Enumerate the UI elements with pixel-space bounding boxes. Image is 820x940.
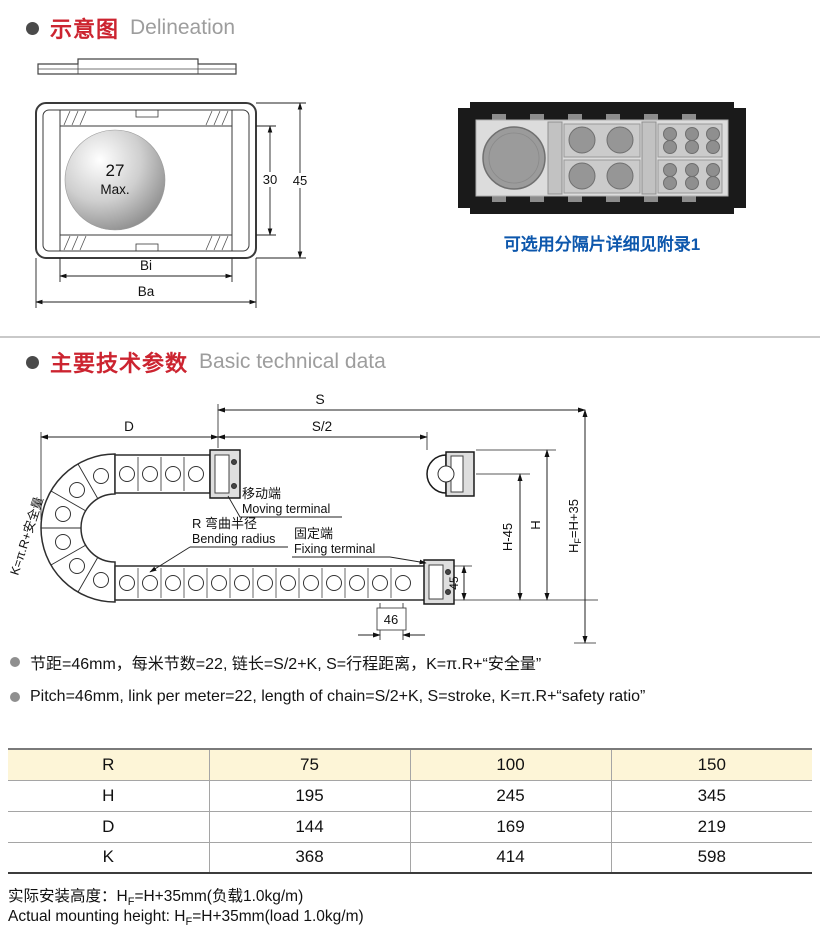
separator-illustration	[458, 102, 746, 214]
technical-data-table: R 75 100 150 H 195 245 345 D 144 169 219…	[8, 748, 812, 874]
chain-bend	[40, 453, 116, 603]
table-row: R 75 100 150	[8, 749, 812, 780]
separator-note: 可选用分隔片详细见附录1	[503, 235, 701, 254]
cell: 75	[208, 749, 410, 780]
ball-diameter-label: 27	[106, 161, 125, 180]
cell: 414	[409, 841, 611, 873]
dim-46-box	[376, 607, 407, 631]
table-row: K 368 414 598	[8, 841, 812, 873]
callout-bending-radius: R 弯曲半径 Bending radius	[149, 516, 288, 573]
dim-45-bg	[291, 173, 310, 188]
cell: 345	[610, 779, 812, 811]
table-row: D 144 169 219	[8, 810, 812, 842]
chain-cross-section-drawing: 27 Max. 30 45 Bi Ba	[35, 58, 310, 308]
crossbar-profile	[37, 58, 237, 75]
note-pitch-en: Pitch=46mm, link per meter=22, length of…	[10, 688, 645, 706]
dim-30-bg	[261, 172, 280, 187]
note-pitch-zh: 节距=46mm，每米节数=22, 链长=S/2+K, S=行程距离，K=π.R+…	[10, 650, 541, 674]
bullet-icon	[10, 657, 20, 667]
cell: 150	[610, 749, 812, 780]
cell: 245	[409, 779, 611, 811]
section-divider	[0, 336, 820, 338]
dim-45-label: 45	[447, 576, 461, 590]
svg-text:Bending radius: Bending radius	[192, 532, 275, 546]
bending-chain-diagram: S S/2 D H-45 H HF=H+35 45 46 移动端 Moving …	[7, 391, 598, 644]
cell: 368	[208, 841, 410, 873]
svg-text:移动端: 移动端	[242, 486, 281, 501]
svg-text:固定端: 固定端	[294, 526, 333, 541]
bullet-icon	[26, 21, 39, 35]
svg-text:Fixing terminal: Fixing terminal	[294, 542, 375, 556]
cable-ball: 27 Max.	[64, 129, 166, 231]
k-formula-label: K=π.R+安全量	[7, 495, 46, 577]
mounting-height-en: Actual mounting height: HF=H+35mm(load 1…	[8, 908, 364, 929]
section1-heading: 示意图 Delineation	[26, 12, 235, 44]
callout-moving: 移动端 Moving terminal	[227, 486, 342, 518]
dim-ba-label: Ba	[138, 284, 155, 299]
section2-title-zh: 主要技术参数	[50, 351, 189, 376]
cell: 598	[610, 841, 812, 873]
cell: 195	[208, 779, 410, 811]
svg-text:Moving terminal: Moving terminal	[242, 502, 330, 516]
dim-h45-label: H-45	[500, 523, 515, 551]
dim-30-label: 30	[263, 172, 277, 187]
dim-s2-label: S/2	[312, 419, 332, 434]
svg-text:R 弯曲半径: R 弯曲半径	[192, 516, 257, 531]
dim-45-label: 45	[293, 173, 307, 188]
row-label: K	[8, 841, 209, 873]
note-pitch-zh-text: 节距=46mm，每米节数=22, 链长=S/2+K, S=行程距离，K=π.R+…	[30, 656, 542, 673]
section2-heading: 主要技术参数 Basic technical data	[26, 346, 386, 378]
dim-46-label: 46	[384, 612, 398, 627]
cell: 100	[409, 749, 611, 780]
dim-h-label: H	[528, 520, 543, 529]
bullet-icon	[10, 692, 20, 702]
moving-terminal-far-position	[426, 451, 475, 497]
row-label: R	[8, 749, 209, 780]
table-row: H 195 245 345	[8, 779, 812, 811]
separator-compartments	[482, 121, 723, 195]
dim-hf-label: HF=H+35	[566, 499, 583, 553]
section1-title-zh: 示意图	[50, 17, 120, 42]
ball-max-label: Max.	[100, 182, 129, 197]
upper-run	[114, 449, 241, 499]
callout-fixing: 固定端 Fixing terminal	[292, 526, 427, 565]
lower-run	[114, 559, 455, 605]
cell: 144	[208, 810, 410, 842]
row-label: D	[8, 810, 209, 842]
dimension-lines	[40, 407, 588, 644]
bullet-icon	[26, 355, 39, 369]
dimension-lines	[35, 102, 306, 308]
cell: 169	[409, 810, 611, 842]
mounting-height-zh: 实际安装高度：HF=H+35mm(负载1.0kg/m)	[8, 888, 304, 909]
section1-title-en: Delineation	[130, 16, 236, 39]
row-label: H	[8, 779, 209, 811]
dim-s-label: S	[315, 391, 324, 407]
dim-bi-label: Bi	[140, 258, 152, 273]
note-pitch-en-text: Pitch=46mm, link per meter=22, length of…	[30, 688, 646, 705]
cell: 219	[610, 810, 812, 842]
dim-d-label: D	[124, 419, 134, 434]
section2-title-en: Basic technical data	[199, 350, 386, 373]
